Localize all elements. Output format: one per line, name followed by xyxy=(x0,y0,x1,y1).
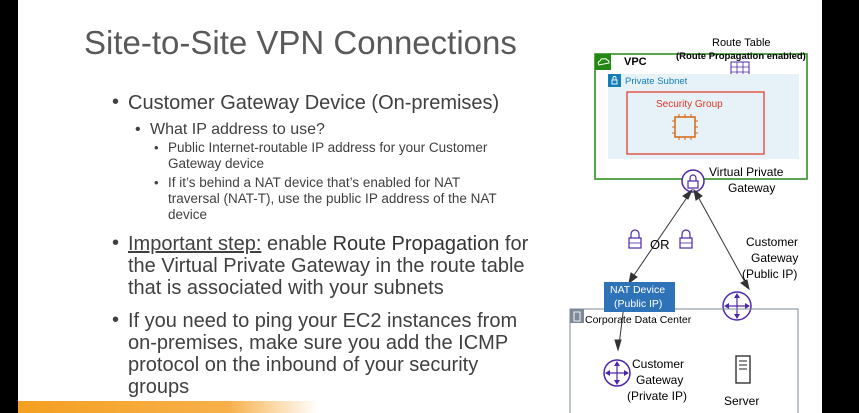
server-label: Server xyxy=(724,394,760,408)
vpn-gateway-icon xyxy=(681,169,705,193)
vpc-label: VPC xyxy=(624,56,647,68)
lock-icon xyxy=(608,74,621,87)
corporate-data-center-label: Corporate Data Center xyxy=(585,314,692,326)
important-text: enable xyxy=(261,233,333,255)
cgw-private-label-line1: Customer xyxy=(632,357,685,371)
cgw-private-label-line2: Gateway xyxy=(636,373,684,387)
bullet-icmp-line2: on-premises, make sure you add the ICMP xyxy=(128,332,509,354)
route-propagation-term: Route Propagation xyxy=(332,233,500,255)
cgw-public-label-line3: (Public IP) xyxy=(742,267,798,281)
security-group-label: Security Group xyxy=(656,99,723,110)
bullet-icmp-line3: protocol on the inbound of your security xyxy=(128,354,479,376)
vpn-connection-icon xyxy=(679,229,693,249)
bullet-customer-gateway: Customer Gateway Device (On-premises) xyxy=(128,92,500,114)
bullet-nat-line1: If it’s behind a NAT device that’s enabl… xyxy=(168,175,461,190)
vpn-connection-icon xyxy=(628,229,642,249)
connection-arrows xyxy=(614,188,750,352)
bullet-dot: • xyxy=(154,175,159,190)
nat-device-label-line2: (Public IP) xyxy=(614,298,663,310)
building-icon xyxy=(570,309,584,323)
private-subnet-label: Private Subnet xyxy=(625,76,688,87)
bullet-icmp-line4: groups xyxy=(128,376,190,398)
bullet-dot: • xyxy=(112,91,120,113)
vpg-label-line1: Virtual Private xyxy=(709,165,784,179)
bullet-icmp-line1: If you need to ping your EC2 instances f… xyxy=(128,310,518,332)
bullet-important-line2: the Virtual Private Gateway in the route… xyxy=(128,255,525,277)
chip-icon xyxy=(672,114,698,140)
bullet-which-ip: What IP address to use? xyxy=(150,121,325,138)
slide: Site-to-Site VPN Connections • Customer … xyxy=(18,0,822,413)
important-text-end: for xyxy=(499,233,529,255)
bullet-nat-line2: traversal (NAT-T), use the public IP add… xyxy=(168,191,497,206)
nat-device-label-line1: NAT Device xyxy=(610,284,666,296)
security-group-box xyxy=(626,91,765,155)
bullet-public-ip-line1: Public Internet-routable IP address for … xyxy=(168,140,488,155)
or-label: OR xyxy=(650,237,670,252)
decorative-orange-bar xyxy=(18,401,318,413)
bullet-important-line3: that is associated with your subnets xyxy=(128,277,444,299)
cgw-public-label-line1: Customer xyxy=(746,235,799,249)
bullet-public-ip-line2: Gateway device xyxy=(168,156,265,171)
router-icon xyxy=(603,359,631,387)
vpg-label-line2: Gateway xyxy=(728,181,776,195)
route-table-subtitle: (Route Propagation enabled) xyxy=(676,51,806,62)
bullet-list: • Customer Gateway Device (On-premises) … xyxy=(18,0,528,413)
corporate-data-center-box xyxy=(569,308,799,413)
private-subnet-box xyxy=(608,74,799,159)
router-icon xyxy=(722,291,752,321)
important-step-label: Important step: xyxy=(128,233,262,255)
bullet-nat-line3: device xyxy=(168,207,208,222)
route-table-title: Route Table xyxy=(712,37,771,49)
cloud-icon xyxy=(595,54,611,70)
cgw-private-label-line3: (Private IP) xyxy=(627,389,688,403)
cgw-public-label-line2: Gateway xyxy=(751,251,799,265)
bullet-dot: • xyxy=(112,309,120,331)
bullet-dot: • xyxy=(135,121,141,138)
bullet-important-line1: Important step: enable Route Propagation… xyxy=(128,233,528,255)
bullet-dot: • xyxy=(154,140,159,155)
nat-device-box xyxy=(604,282,675,312)
vpn-architecture-diagram xyxy=(569,53,808,413)
server-icon xyxy=(735,355,751,384)
bullet-dot: • xyxy=(112,232,120,254)
slide-title: Site-to-Site VPN Connections xyxy=(84,24,517,61)
